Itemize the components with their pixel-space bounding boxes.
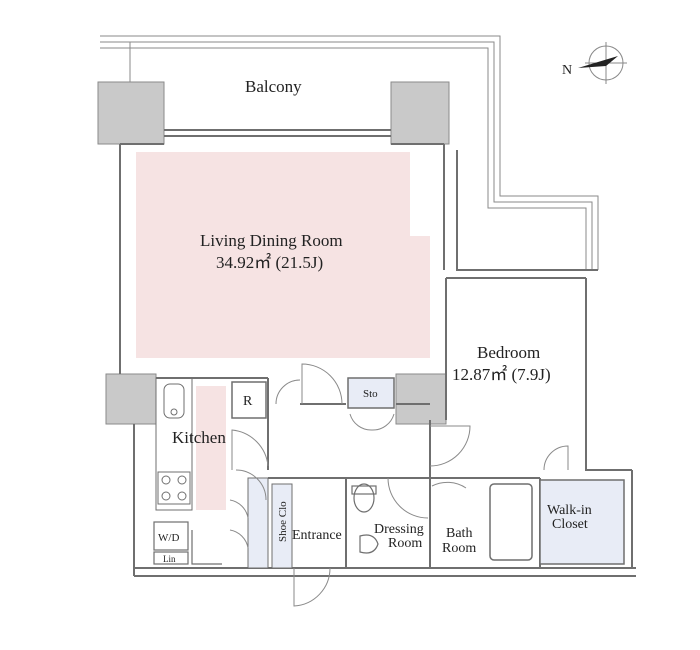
bedroom-name: Bedroom <box>477 343 540 362</box>
kitchen-floor <box>196 386 226 510</box>
fridge-box <box>231 381 267 419</box>
dressing-room-label-1: Dressing <box>374 522 424 537</box>
walls <box>119 129 636 577</box>
walkin-closet-label-2: Closet <box>552 517 588 532</box>
bedroom-area: 12.87㎡ (7.9J) <box>452 365 551 384</box>
door-swings <box>229 363 569 607</box>
compass-rose: N <box>562 42 627 84</box>
kitchen-counter <box>155 377 193 511</box>
living-room-area: 34.92㎡ (21.5J) <box>216 253 323 272</box>
shoe-closet-box <box>271 483 293 569</box>
fridge-label: R <box>243 394 253 409</box>
shoe-closet-label: Shoe Clo <box>277 501 289 542</box>
bath-room-label-1: Bath <box>446 526 472 541</box>
entrance-label: Entrance <box>292 528 342 543</box>
walkin-closet-label-1: Walk-in <box>547 503 592 518</box>
kitchen-label: Kitchen <box>172 428 226 447</box>
living-room-name: Living Dining Room <box>200 231 343 250</box>
washer-label: W/D <box>158 532 179 544</box>
balcony-railing <box>100 35 599 270</box>
walkin-closet-box <box>539 479 625 565</box>
shoe-shelf <box>247 477 269 569</box>
bath-room-label-2: Room <box>442 541 476 556</box>
living-floor <box>136 152 430 358</box>
toilet-fixture <box>351 483 379 554</box>
washer-area <box>153 521 222 565</box>
linen-label: Lin <box>163 554 176 564</box>
storage-box <box>347 377 395 409</box>
balcony-label: Balcony <box>245 77 302 96</box>
bath-tub <box>489 483 533 561</box>
storage-label: Sto <box>363 388 378 400</box>
compass-north-label: N <box>562 63 572 78</box>
dressing-room-label-2: Room <box>388 536 422 551</box>
